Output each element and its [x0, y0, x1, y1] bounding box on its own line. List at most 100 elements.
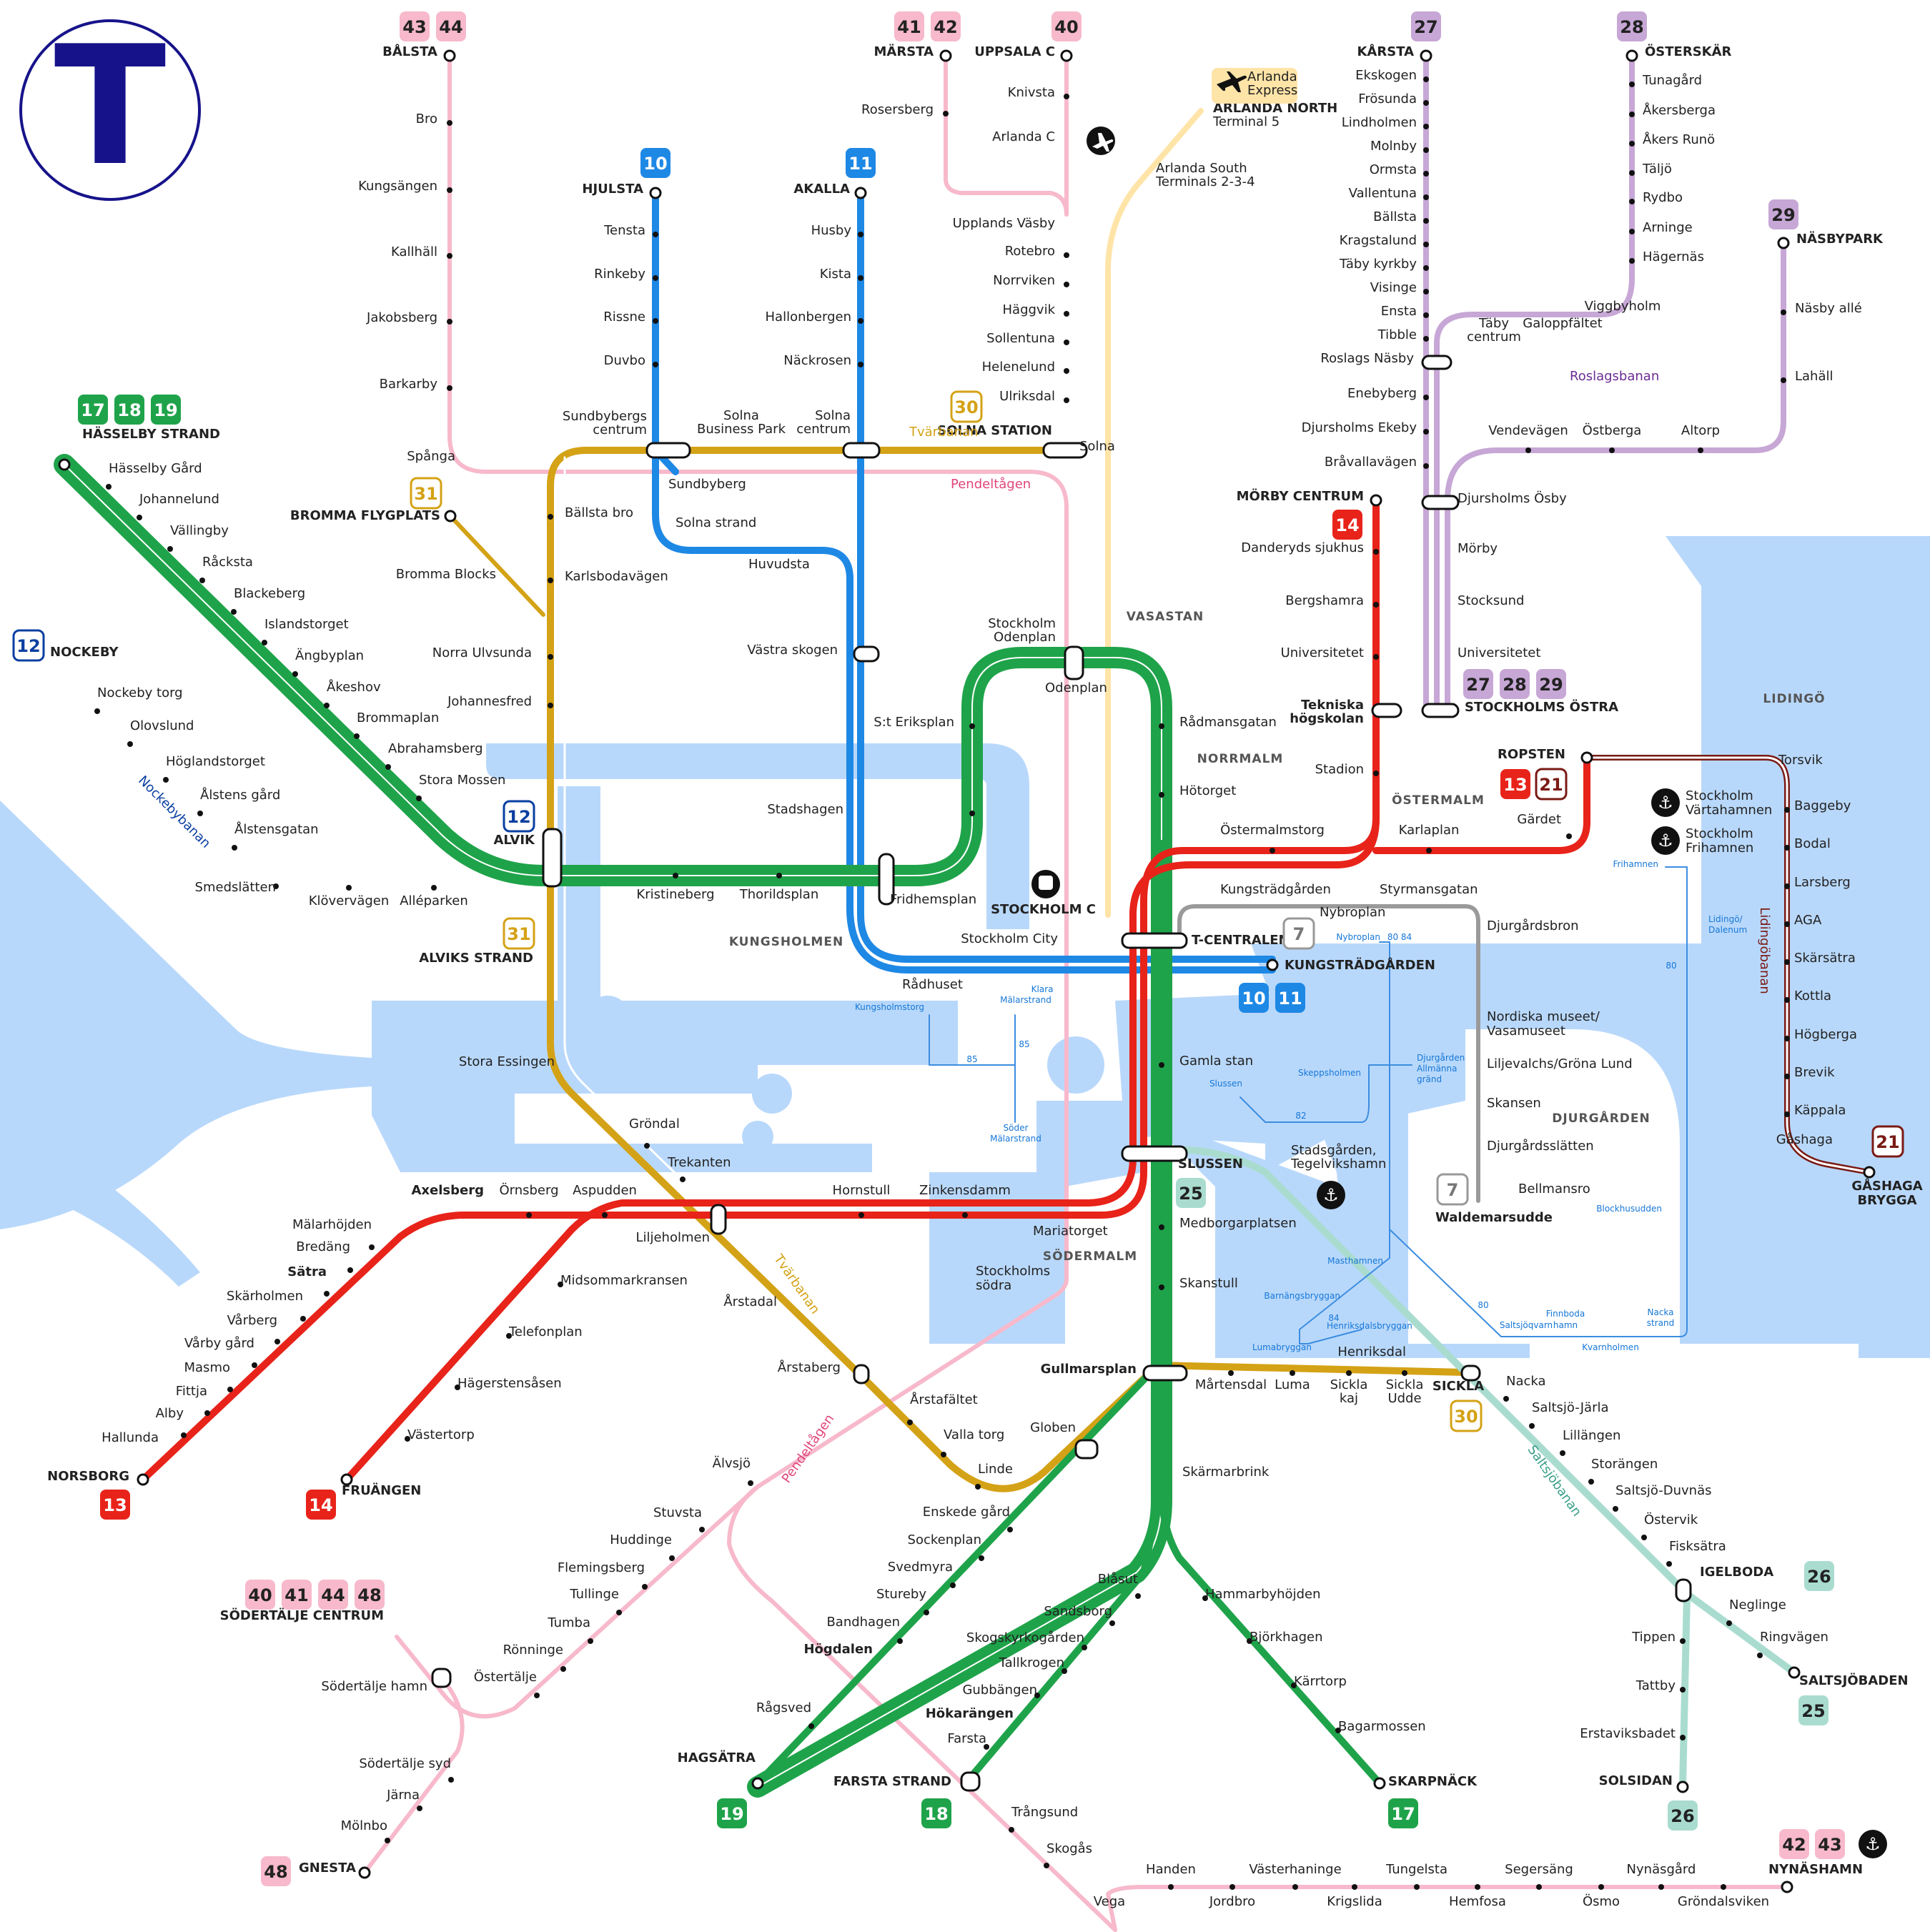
- station-dot: [204, 1410, 210, 1416]
- anchor-glyph: ⚓: [1658, 831, 1673, 851]
- station-label: Enskede gård: [923, 1505, 1010, 1520]
- station-dot: [354, 733, 360, 739]
- line-badge: 10: [1239, 983, 1269, 1013]
- station-dot: [858, 1212, 864, 1218]
- ferry-stop-label: Söder: [1004, 1123, 1029, 1133]
- line-badge-number: 13: [1503, 775, 1527, 795]
- terminal-marker: [1370, 494, 1382, 507]
- station-dot: [1641, 1535, 1647, 1540]
- station-label: Kärrtorp: [1294, 1674, 1347, 1689]
- ferry-terminal-label: Stockholm: [1686, 788, 1753, 803]
- ferry-80: [1389, 866, 1688, 1337]
- line-badge-number: 43: [402, 17, 426, 37]
- line-badge: 48: [261, 1856, 291, 1886]
- ferry-stop-label: Mälarstrand: [990, 1134, 1041, 1144]
- station-dot: [137, 515, 142, 520]
- station-dot: [1402, 1370, 1407, 1376]
- line-badge-number: 29: [1539, 675, 1563, 695]
- station-label: Rönninge: [503, 1643, 563, 1658]
- station-label: AKALLA: [793, 182, 850, 197]
- station-label: ROPSTEN: [1498, 747, 1565, 762]
- station-label: Solna: [723, 408, 759, 423]
- station-label: Aspudden: [573, 1183, 637, 1198]
- interchange-marker: [1142, 1364, 1188, 1382]
- line-badge-box: [1282, 917, 1315, 950]
- line-badge-box: [100, 1490, 130, 1520]
- line-badge-number: 19: [720, 1804, 743, 1824]
- station-label: Vendevägen: [1488, 423, 1568, 438]
- station-label: Ekskogen: [1355, 68, 1417, 83]
- station-label: Hägernäs: [1643, 249, 1704, 264]
- station-dot: [1064, 252, 1069, 258]
- line-badge: 12: [12, 629, 45, 662]
- red-14: [343, 711, 1380, 1483]
- station-label: Ensta: [1381, 304, 1417, 319]
- station-label: Stockholm City: [961, 931, 1058, 946]
- station-label: Södertälje hamn: [321, 1679, 427, 1694]
- ferry-stop-label: 84: [1328, 1313, 1339, 1323]
- ferry-stop-label: Slussen: [1209, 1079, 1242, 1089]
- station-dot: [1423, 429, 1429, 435]
- line-badge-number: 26: [1671, 1806, 1694, 1826]
- station-label: Nacka: [1506, 1374, 1546, 1389]
- station-label: MÖRBY CENTRUM: [1237, 488, 1364, 504]
- station-label: Stora Essingen: [459, 1054, 555, 1069]
- ferry-stop-label: 85: [1019, 1039, 1029, 1049]
- line-badge-box: [1500, 669, 1530, 699]
- station-label: Enebyberg: [1347, 386, 1417, 401]
- station-dot: [405, 1436, 410, 1442]
- station-dot: [1007, 1527, 1013, 1532]
- terminal-marker: [1788, 1666, 1801, 1679]
- station-dot: [231, 609, 237, 615]
- station-dot: [897, 1638, 903, 1644]
- station-label: Gamla stan: [1179, 1054, 1253, 1069]
- station-label: Hötorget: [1179, 783, 1236, 798]
- station-label: Gröndal: [629, 1116, 680, 1131]
- terminal-marker: [1373, 1777, 1386, 1790]
- roslags-28: [1434, 53, 1635, 375]
- line-badge-box: [114, 395, 144, 425]
- arlanda-express: [1105, 108, 1204, 918]
- station-label: SÖDERTÄLJE CENTRUM: [220, 1607, 384, 1623]
- station-dot: [1159, 1062, 1164, 1068]
- ferry-85: [929, 1014, 1016, 1123]
- line-badge: 28: [1500, 669, 1530, 699]
- line-badge: 30: [1450, 1400, 1483, 1432]
- station-label: Sickla: [1386, 1377, 1424, 1392]
- station-dot: [1423, 265, 1429, 271]
- station-dot: [455, 1384, 460, 1390]
- station-dot: [1064, 311, 1069, 317]
- line-badge-box: [355, 1580, 385, 1610]
- line-badge: 42: [1779, 1829, 1809, 1859]
- station-label: Johannesfred: [447, 694, 532, 709]
- station-dot: [1229, 1884, 1235, 1890]
- station-label: Valla torg: [944, 1427, 1004, 1442]
- station-dot: [1082, 1645, 1087, 1650]
- terminal-marker: [1625, 49, 1638, 62]
- station-label: Åkeshov: [327, 679, 381, 695]
- station-dot: [1680, 1687, 1686, 1693]
- station-label: Blåsut: [1098, 1572, 1138, 1587]
- station-dot: [1135, 1593, 1141, 1599]
- station-label: ALVIKS STRAND: [419, 951, 533, 966]
- station-label: Tumba: [547, 1615, 590, 1630]
- terminal-marker: [444, 510, 457, 522]
- station-label: Rågsved: [756, 1700, 811, 1715]
- station-label: Stocksund: [1458, 593, 1524, 608]
- station-label: Stadsgården,: [1291, 1143, 1377, 1158]
- station-dot: [924, 1610, 929, 1615]
- station-dot: [1784, 1074, 1790, 1079]
- interchange-marker: [842, 442, 881, 459]
- line-badge-box: [1768, 199, 1798, 229]
- line-badge-number: 31: [414, 484, 437, 504]
- station-dot: [1784, 997, 1790, 1003]
- station-label: södra: [976, 1278, 1011, 1293]
- station-label: HJULSTA: [582, 182, 643, 197]
- station-label: Odenplan: [994, 630, 1056, 645]
- station-label: Trekanten: [667, 1155, 731, 1170]
- station-label: Täljö: [1642, 162, 1672, 177]
- station-dot: [1629, 141, 1635, 147]
- station-label: Skärmarbrink: [1182, 1465, 1270, 1480]
- station-label: Brommaplan: [357, 710, 439, 725]
- interchange-marker: [1371, 703, 1402, 718]
